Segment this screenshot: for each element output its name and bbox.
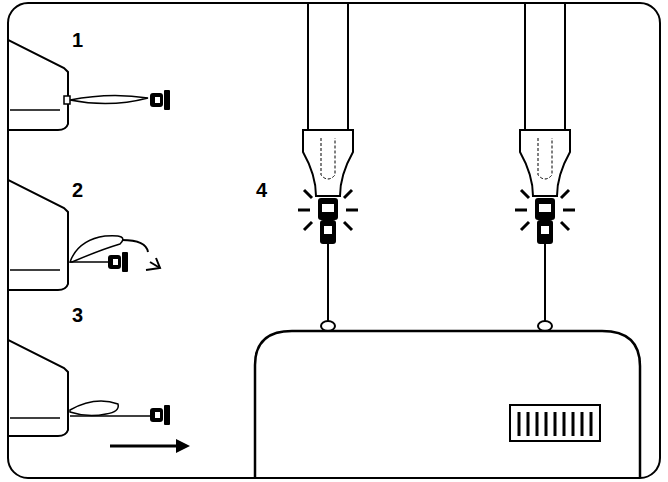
callout-number: 1 — [72, 30, 83, 50]
vent-slat — [581, 412, 584, 436]
callout-number: 3 — [72, 305, 83, 325]
vent-slat — [563, 412, 566, 436]
vent-slat — [554, 412, 557, 436]
vent-slat — [527, 412, 530, 436]
vent-slat — [536, 412, 539, 436]
callout-number: 2 — [72, 180, 83, 200]
vent-slat — [518, 412, 521, 436]
callout-number: 4 — [256, 180, 267, 200]
vent-slat — [545, 412, 548, 436]
vent-slat — [590, 412, 593, 436]
vent-slat — [572, 412, 575, 436]
